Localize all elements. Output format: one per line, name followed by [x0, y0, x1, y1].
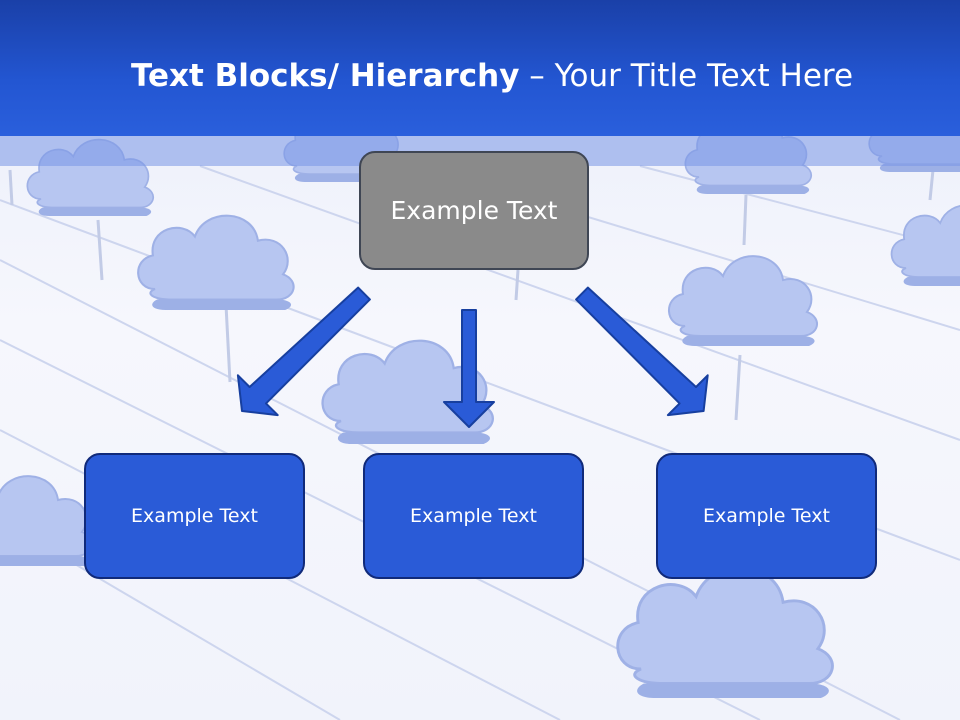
title-bold: Text Blocks/ Hierarchy — [130, 58, 520, 94]
slide-title: Text Blocks/ Hierarchy – Your Title Text… — [0, 52, 960, 100]
title-bar — [0, 0, 960, 136]
child-node-left: Example Text — [84, 453, 305, 579]
title-dash: – — [519, 58, 555, 94]
top-level-node: Example Text — [359, 151, 589, 270]
title-rest: Your Title Text Here — [554, 58, 854, 94]
child-node-right: Example Text — [656, 453, 877, 579]
arrow-right — [575, 286, 709, 417]
child-node-center: Example Text — [363, 453, 584, 579]
arrow-left — [236, 286, 371, 417]
arrow-center — [443, 309, 495, 428]
